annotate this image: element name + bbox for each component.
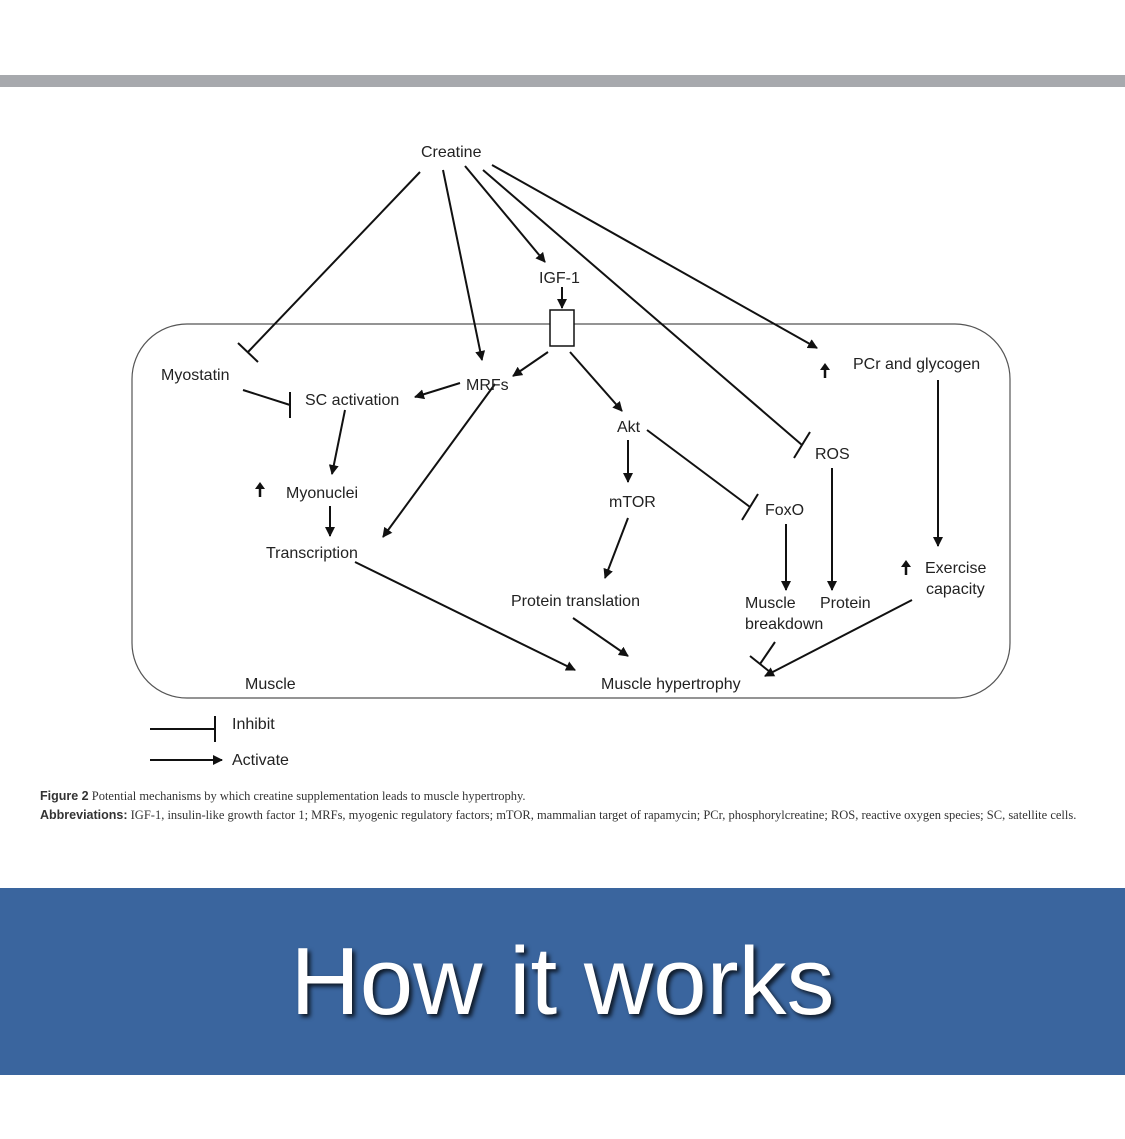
- edge-creatine-igf1: [464, 165, 546, 263]
- inhibit-bar-hypertrophy: [749, 655, 771, 673]
- edge-translation-hypertrophy: [572, 617, 629, 657]
- increase-myonuclei-arrow-icon: [255, 482, 265, 497]
- edge-sc-myonuclei: [328, 409, 346, 475]
- edge-transcription-hypertrophy: [354, 561, 576, 671]
- edge-exercise-hypertrophy: [764, 599, 913, 677]
- edge-mtor-translation: [603, 517, 629, 579]
- edge-breakdown-hypertrophy: [759, 641, 776, 665]
- node-myonuclei: Myonuclei: [286, 485, 358, 502]
- legend: Inhibit Activate: [150, 716, 289, 769]
- abbreviations-label: Abbreviations:: [40, 808, 128, 822]
- top-divider: [0, 75, 1125, 87]
- figure-caption-text: Potential mechanisms by which creatine s…: [91, 789, 526, 803]
- node-muscle-hypertrophy: Muscle hypertrophy: [601, 676, 741, 693]
- node-pcr-glycogen: PCr and glycogen: [853, 356, 980, 373]
- node-muscle-breakdown-line1: Muscle: [745, 595, 796, 612]
- node-igf1: IGF-1: [539, 270, 580, 287]
- node-transcription: Transcription: [266, 545, 358, 562]
- edge-creatine-ros: [482, 169, 803, 446]
- abbreviations: Abbreviations: IGF-1, insulin-like growt…: [40, 806, 1085, 824]
- node-mtor: mTOR: [609, 494, 656, 511]
- increase-exercise-arrow-icon: [901, 560, 911, 575]
- inhibit-bar-foxo: [741, 493, 759, 521]
- node-ros: ROS: [815, 446, 850, 463]
- node-mrfs: MRFs: [466, 377, 509, 394]
- edge-receptor-mrfs: [512, 351, 549, 377]
- increase-pcr-arrow-icon: [820, 363, 830, 378]
- node-muscle: Muscle: [245, 676, 296, 693]
- legend-inhibit-label: Inhibit: [232, 716, 275, 733]
- edge-creatine-mrfs: [442, 169, 486, 361]
- increase-markers: [255, 363, 911, 575]
- edge-mrfs-sc: [414, 382, 461, 400]
- igf1-receptor-box: [549, 309, 575, 347]
- legend-activate-label: Activate: [232, 752, 289, 769]
- edge-akt-foxo: [646, 429, 751, 508]
- muscle-cell-boundary: [131, 323, 1011, 699]
- edge-myostatin-sc: [242, 389, 291, 406]
- node-foxo: FoxO: [765, 502, 804, 519]
- node-creatine: Creatine: [421, 144, 482, 161]
- node-protein-translation: Protein translation: [511, 593, 640, 610]
- banner-title: How it works: [290, 928, 835, 1035]
- node-myostatin: Myostatin: [161, 367, 229, 384]
- node-exercise-capacity-line1: Exercise: [925, 560, 986, 577]
- title-banner: How it works: [0, 888, 1125, 1075]
- node-akt: Akt: [617, 419, 641, 436]
- edge-group: [237, 164, 943, 677]
- node-protein: Protein: [820, 595, 871, 612]
- node-muscle-breakdown-line2: breakdown: [745, 616, 823, 633]
- creatine-mechanism-diagram: Creatine IGF-1 Myostatin SC activation M…: [131, 144, 1011, 769]
- figure-label: Figure 2: [40, 789, 89, 803]
- edge-receptor-akt: [569, 351, 623, 412]
- abbreviations-text: IGF-1, insulin-like growth factor 1; MRF…: [130, 808, 1077, 822]
- node-sc-activation: SC activation: [305, 392, 399, 409]
- inhibit-bar-myostatin: [237, 342, 259, 363]
- edge-mrfs-transcription: [382, 383, 496, 538]
- node-exercise-capacity-line2: capacity: [926, 581, 985, 598]
- figure-caption: Figure 2 Potential mechanisms by which c…: [40, 787, 1085, 805]
- edge-creatine-myostatin: [247, 171, 421, 353]
- edge-creatine-pcr: [491, 164, 818, 349]
- inhibit-bar-ros: [793, 431, 811, 459]
